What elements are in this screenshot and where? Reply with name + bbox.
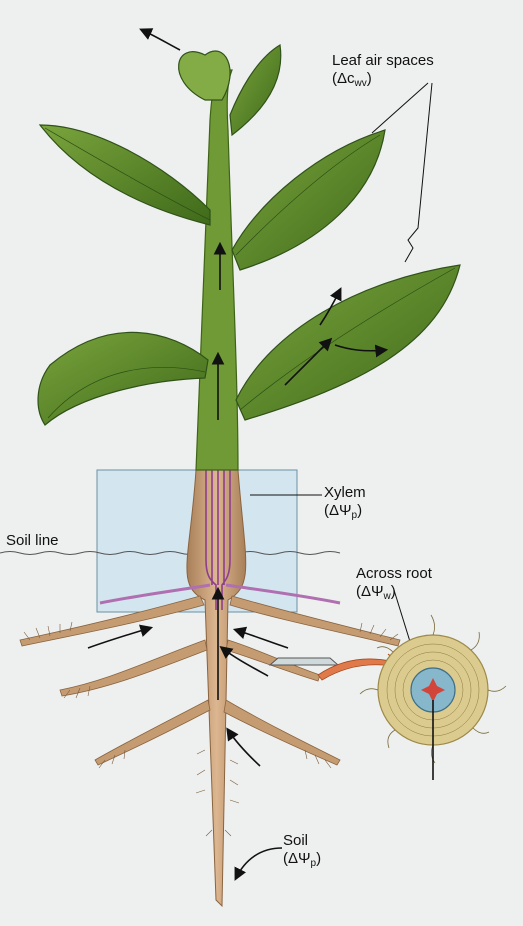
label-soil: Soil (ΔΨp) <box>283 832 321 873</box>
lateral-root-left-2 <box>59 639 208 697</box>
root-hairs <box>23 621 399 837</box>
magnifier-lens <box>268 657 340 666</box>
leaf-lower-right <box>235 264 461 421</box>
label-across-root-title: Across root <box>356 565 432 582</box>
label-across-root: Across root (ΔΨw) <box>356 565 432 606</box>
main-root <box>186 469 247 908</box>
leaf-top-right <box>229 44 282 137</box>
flow-arrows <box>87 28 389 767</box>
lateral-root-left-3 <box>94 699 211 766</box>
lateral-root-left <box>19 595 205 647</box>
label-leaf-air-spaces: Leaf air spaces (Δcwv) <box>332 52 434 93</box>
xylem-vessels <box>99 470 341 610</box>
label-soil-symbol: (ΔΨp) <box>283 850 322 869</box>
root-cross-section <box>359 614 507 780</box>
lateral-root-right <box>229 595 401 647</box>
label-soil-line-title: Soil line <box>6 532 59 549</box>
lateral-root-right-2 <box>225 639 321 682</box>
leaf-mid-right <box>231 129 386 271</box>
label-leaf-air-spaces-title: Leaf air spaces <box>332 52 434 69</box>
label-across-root-symbol: (ΔΨw) <box>356 583 396 602</box>
leaf-lower-left <box>37 331 209 426</box>
label-leaf-air-spaces-symbol: (Δcwv) <box>332 70 372 89</box>
label-xylem-title: Xylem <box>324 484 366 501</box>
lateral-root-right-3 <box>223 699 341 766</box>
soil-line <box>0 551 341 555</box>
leaf-bud <box>178 50 231 101</box>
root-system <box>19 469 401 908</box>
label-xylem-symbol: (ΔΨp) <box>324 502 363 521</box>
label-soil-title: Soil <box>283 832 309 849</box>
leaf-veins <box>44 127 456 419</box>
label-xylem: Xylem (ΔΨp) <box>324 484 366 525</box>
label-soil-line: Soil line <box>6 532 59 550</box>
